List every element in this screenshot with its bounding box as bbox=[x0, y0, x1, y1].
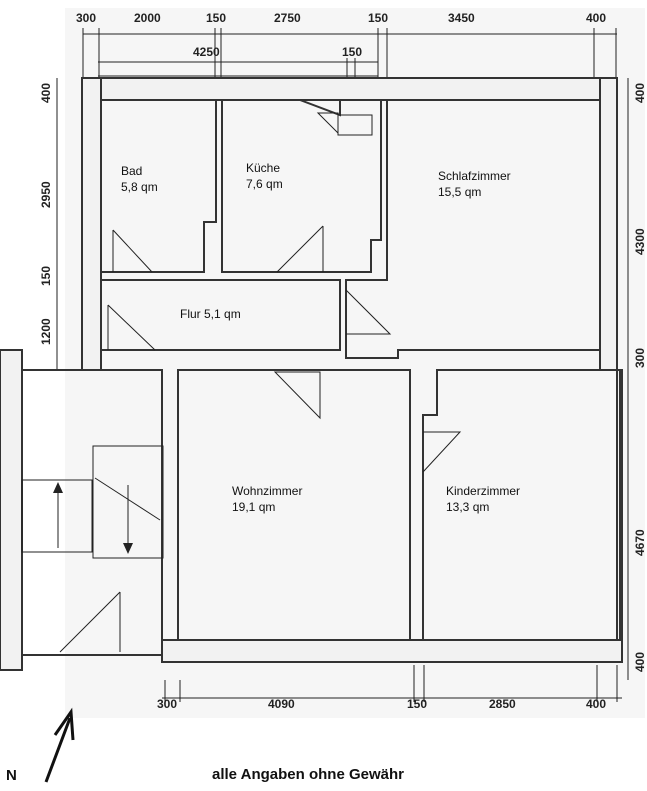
room-area: 13,3 qm bbox=[446, 500, 489, 514]
dim-label: 400 bbox=[586, 697, 606, 711]
dim-label: 400 bbox=[633, 652, 647, 672]
dimension-labels-top: 300 2000 150 2750 150 3450 400 4250 150 bbox=[76, 11, 606, 59]
dim-label: 3450 bbox=[448, 11, 475, 25]
north-label: N bbox=[6, 767, 17, 784]
room-area: 5,8 qm bbox=[121, 180, 158, 194]
dim-label: 4090 bbox=[268, 697, 295, 711]
dim-label: 2750 bbox=[274, 11, 301, 25]
dim-label: 300 bbox=[633, 348, 647, 368]
north-arrow-icon bbox=[44, 707, 75, 783]
room-area: 19,1 qm bbox=[232, 500, 275, 514]
dim-label: 2950 bbox=[39, 181, 53, 208]
disclaimer: alle Angaben ohne Gewähr bbox=[212, 766, 404, 783]
dim-label: 150 bbox=[342, 45, 362, 59]
dim-label: 400 bbox=[586, 11, 606, 25]
dim-label: 400 bbox=[39, 83, 53, 103]
room-area: 15,5 qm bbox=[438, 185, 481, 199]
dim-label: 2000 bbox=[134, 11, 161, 25]
room-name: Küche bbox=[246, 161, 280, 175]
room-name: Kinderzimmer bbox=[446, 484, 520, 498]
dim-label: 400 bbox=[633, 83, 647, 103]
dimension-labels-bottom: 300 4090 150 2850 400 bbox=[157, 697, 606, 711]
room-area: 7,6 qm bbox=[246, 177, 283, 191]
dim-label: 300 bbox=[76, 11, 96, 25]
room-flur: Flur 5,1 qm bbox=[100, 279, 341, 351]
room-name: Wohnzimmer bbox=[232, 484, 302, 498]
dim-label: 4670 bbox=[633, 529, 647, 556]
dim-label: 150 bbox=[206, 11, 226, 25]
room-name: Flur 5,1 qm bbox=[180, 307, 241, 321]
dim-label: 4250 bbox=[193, 45, 220, 59]
dimension-labels-right: 400 4300 300 4670 400 bbox=[633, 83, 647, 672]
room-bad: Bad 5,8 qm bbox=[100, 99, 217, 273]
room-schlafzimmer: Schlafzimmer 15,5 qm bbox=[345, 99, 601, 359]
dim-label: 150 bbox=[39, 266, 53, 286]
room-wohnzimmer: Wohnzimmer 19,1 qm bbox=[177, 369, 411, 641]
dim-label: 150 bbox=[407, 697, 427, 711]
room-kinderzimmer: Kinderzimmer 13,3 qm bbox=[422, 369, 621, 641]
dim-label: 1200 bbox=[39, 318, 53, 345]
dim-label: 4300 bbox=[633, 228, 647, 255]
room-name: Bad bbox=[121, 164, 142, 178]
staircase bbox=[21, 369, 164, 656]
dim-label: 150 bbox=[368, 11, 388, 25]
dim-label: 300 bbox=[157, 697, 177, 711]
walls bbox=[0, 77, 623, 671]
room-name: Schlafzimmer bbox=[438, 169, 511, 183]
dim-label: 2850 bbox=[489, 697, 516, 711]
dimension-lines bbox=[56, 28, 629, 702]
dimension-labels-left: 400 2950 150 1200 bbox=[39, 83, 53, 345]
room-kueche: Küche 7,6 qm bbox=[221, 99, 382, 273]
